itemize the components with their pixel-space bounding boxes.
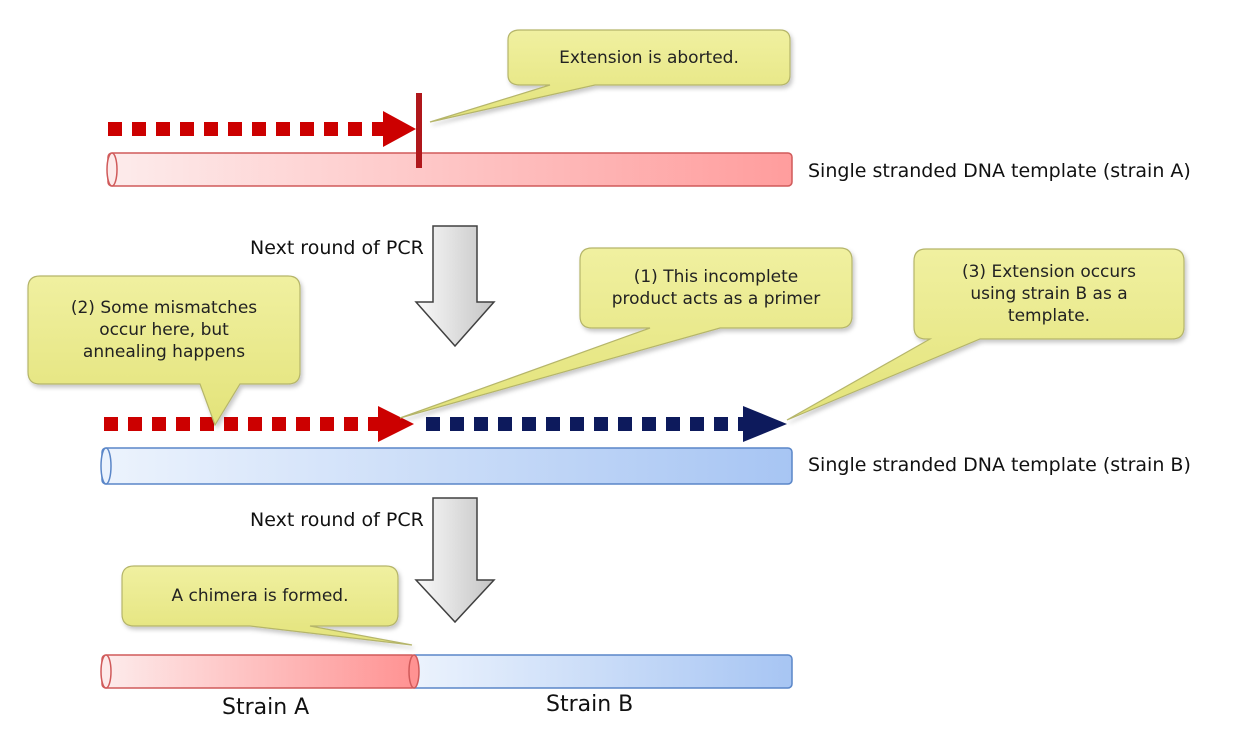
template-a-label: Single stranded DNA template (strain A) xyxy=(808,160,1191,182)
next-round-arrow-2 xyxy=(414,497,496,624)
primer-arrowhead xyxy=(378,406,414,442)
callout-mismatch xyxy=(27,275,301,427)
next-round-label-2: Next round of PCR xyxy=(250,509,424,531)
chimera-strain-b-segment xyxy=(409,654,793,689)
callout-extension xyxy=(786,248,1185,421)
primer-strand-strain-a xyxy=(104,406,414,442)
next-round-arrow-1 xyxy=(414,225,496,348)
template-b-label: Single stranded DNA template (strain B) xyxy=(808,454,1191,476)
chimera-strain-a-segment xyxy=(100,654,420,689)
strain-a-label: Strain A xyxy=(222,695,310,720)
callout-primer-text: (1) This incomplete product acts as a pr… xyxy=(611,267,821,309)
extension-arrowhead xyxy=(743,406,787,442)
callout-extension-text: (3) Extension occurs using strain B as a… xyxy=(961,262,1137,326)
template-tube-strain-a xyxy=(106,152,793,187)
next-round-label-1: Next round of PCR xyxy=(250,237,424,259)
strand-arrowhead-a xyxy=(383,111,416,147)
extension-strand-strain-b xyxy=(426,406,787,442)
callout-chimera-text: A chimera is formed. xyxy=(171,586,349,606)
callout-chimera xyxy=(121,565,413,646)
callout-primer xyxy=(399,247,853,419)
callout-mismatch-text: (2) Some mismatches occur here, but anne… xyxy=(70,298,258,362)
template-tube-strain-b xyxy=(100,447,793,485)
strain-b-label: Strain B xyxy=(546,692,634,717)
callout-aborted-text: Extension is aborted. xyxy=(559,47,739,68)
callout-aborted xyxy=(429,29,791,123)
extending-strand-strain-a xyxy=(108,111,416,147)
